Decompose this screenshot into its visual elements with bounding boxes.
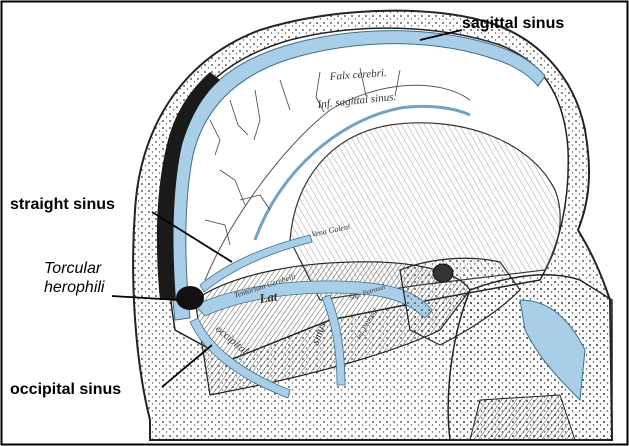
label-occipital-sinus: occipital sinus <box>10 381 121 399</box>
jaw <box>470 395 575 440</box>
label-sagittal-sinus: sagittal sinus <box>462 15 564 33</box>
torcular-herophili <box>176 286 204 310</box>
label-torcular-line2: herophili <box>44 279 104 297</box>
ear-opening <box>433 264 453 282</box>
engrave-lat: Lat <box>257 289 278 307</box>
label-straight-sinus: straight sinus <box>10 196 115 214</box>
label-torcular-line1: Torcular <box>44 260 101 278</box>
